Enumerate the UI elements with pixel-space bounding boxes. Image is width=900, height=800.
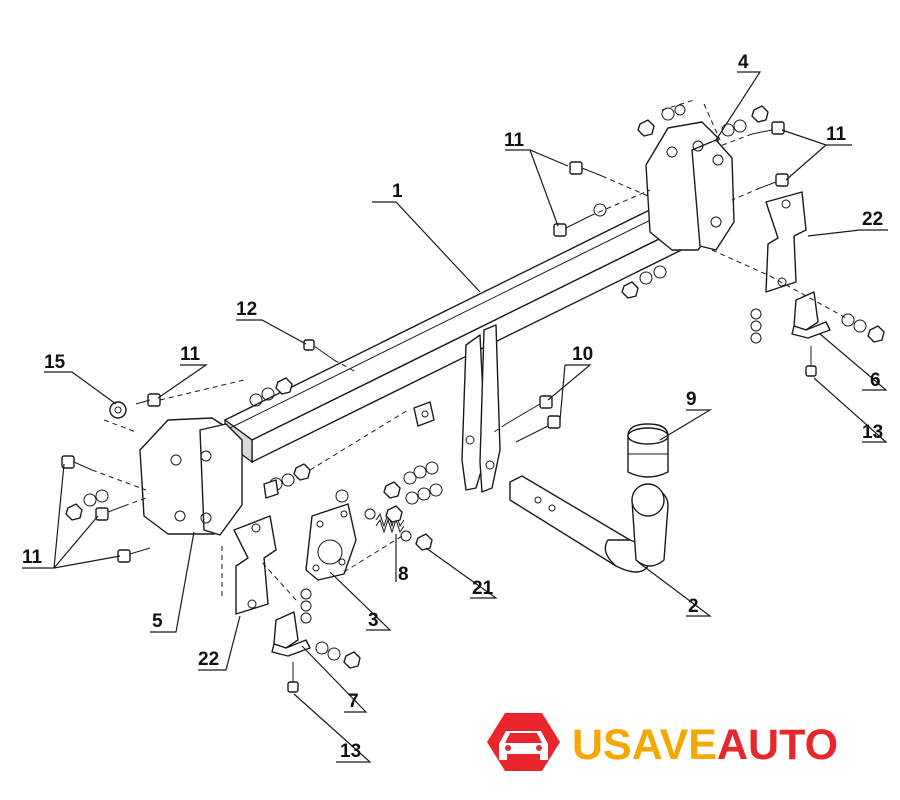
bolt-icon bbox=[759, 173, 789, 189]
callout-11: 11 bbox=[826, 124, 847, 145]
callout-7: 7 bbox=[348, 691, 359, 712]
bolt-icon bbox=[553, 215, 591, 237]
spacer-plate-22-right bbox=[765, 191, 807, 293]
callout-11: 11 bbox=[180, 344, 201, 365]
lower-bracket-part-7 bbox=[271, 611, 311, 657]
bolt-icon bbox=[505, 395, 553, 425]
callout-22: 22 bbox=[198, 649, 219, 670]
assembly-dashed-lines bbox=[91, 99, 847, 601]
callout-11: 11 bbox=[22, 547, 43, 568]
bolt-icon bbox=[287, 662, 299, 693]
bolt-icon bbox=[117, 547, 151, 563]
callout-4: 4 bbox=[738, 52, 749, 73]
callout-1: 1 bbox=[392, 181, 403, 202]
right-side-bracket-part-4 bbox=[645, 121, 735, 251]
callout-8: 8 bbox=[398, 564, 409, 585]
callout-13: 13 bbox=[340, 741, 361, 762]
callout-15: 15 bbox=[44, 352, 66, 373]
left-side-bracket-part-5 bbox=[139, 417, 243, 536]
callout-labels: 1 4 11 11 22 6 13 10 9 12 15 11 11 5 22 … bbox=[22, 52, 883, 762]
callout-10: 10 bbox=[572, 344, 593, 365]
bolt-icon bbox=[515, 415, 561, 443]
bolt-icon bbox=[135, 393, 161, 407]
logo-text-auto: AUTO bbox=[717, 721, 838, 769]
car-hexagon-icon bbox=[487, 713, 560, 771]
callout-12: 12 bbox=[236, 299, 257, 320]
callout-6: 6 bbox=[870, 370, 881, 391]
center-bracket bbox=[461, 324, 501, 493]
callout-22: 22 bbox=[862, 209, 883, 230]
callout-21: 21 bbox=[472, 578, 494, 599]
callout-9: 9 bbox=[686, 389, 697, 410]
bolt-icon bbox=[303, 339, 335, 361]
callout-13: 13 bbox=[862, 422, 883, 443]
bolt-icon bbox=[805, 346, 817, 377]
bolt-icon bbox=[751, 121, 785, 135]
bolt-icon bbox=[95, 505, 125, 521]
leader-lines bbox=[22, 71, 888, 763]
lower-bracket-part-6 bbox=[791, 291, 831, 339]
callout-2: 2 bbox=[688, 596, 699, 617]
bolt-icon bbox=[61, 455, 93, 471]
callout-5: 5 bbox=[152, 611, 163, 632]
bolt-icon bbox=[569, 161, 603, 177]
callout-11: 11 bbox=[504, 130, 525, 151]
socket-plate-part-3 bbox=[305, 503, 357, 581]
bolts bbox=[61, 121, 817, 693]
logo-text-usave: USAVE bbox=[572, 721, 717, 769]
spacer-plate-22-left bbox=[233, 515, 277, 615]
callout-3: 3 bbox=[368, 610, 379, 631]
usaveauto-logo: USAVEAUTO bbox=[487, 713, 838, 771]
logo-text: USAVEAUTO bbox=[572, 721, 838, 769]
towball-arm-part-2 bbox=[509, 475, 669, 573]
ball-cap-part-9 bbox=[627, 423, 669, 478]
nuts-and-washers bbox=[65, 104, 885, 669]
